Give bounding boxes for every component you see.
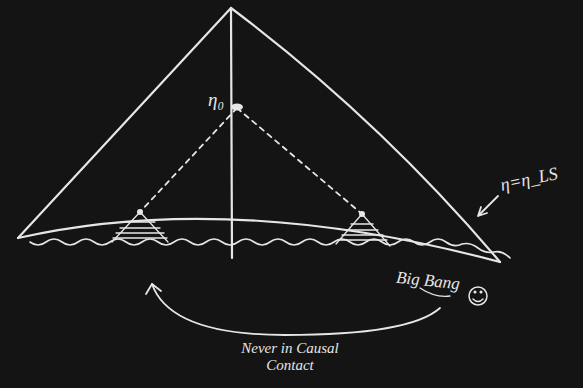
emission-point: [359, 211, 365, 217]
hatched-cone: [336, 214, 390, 246]
smiley: [469, 287, 487, 305]
big-bang-label: Big Bang: [395, 269, 460, 294]
eta-zero-label: η₀: [208, 90, 224, 111]
emission-point: [137, 209, 143, 215]
pointer-arrow: [478, 196, 498, 216]
big-bang-wavy-line: [30, 239, 510, 258]
past-light-cone: [237, 108, 362, 214]
causal-arrow: [152, 284, 440, 335]
hatched-cone: [112, 212, 168, 242]
observer-point: [231, 104, 243, 111]
light-cone-edge: [231, 8, 500, 262]
light-cone-edge: [18, 8, 231, 238]
surface-label: η=η_LS: [499, 164, 560, 195]
past-light-cone: [140, 108, 237, 212]
causal-note: Never in Causal Contact: [225, 340, 355, 373]
arrowhead: [146, 284, 161, 294]
